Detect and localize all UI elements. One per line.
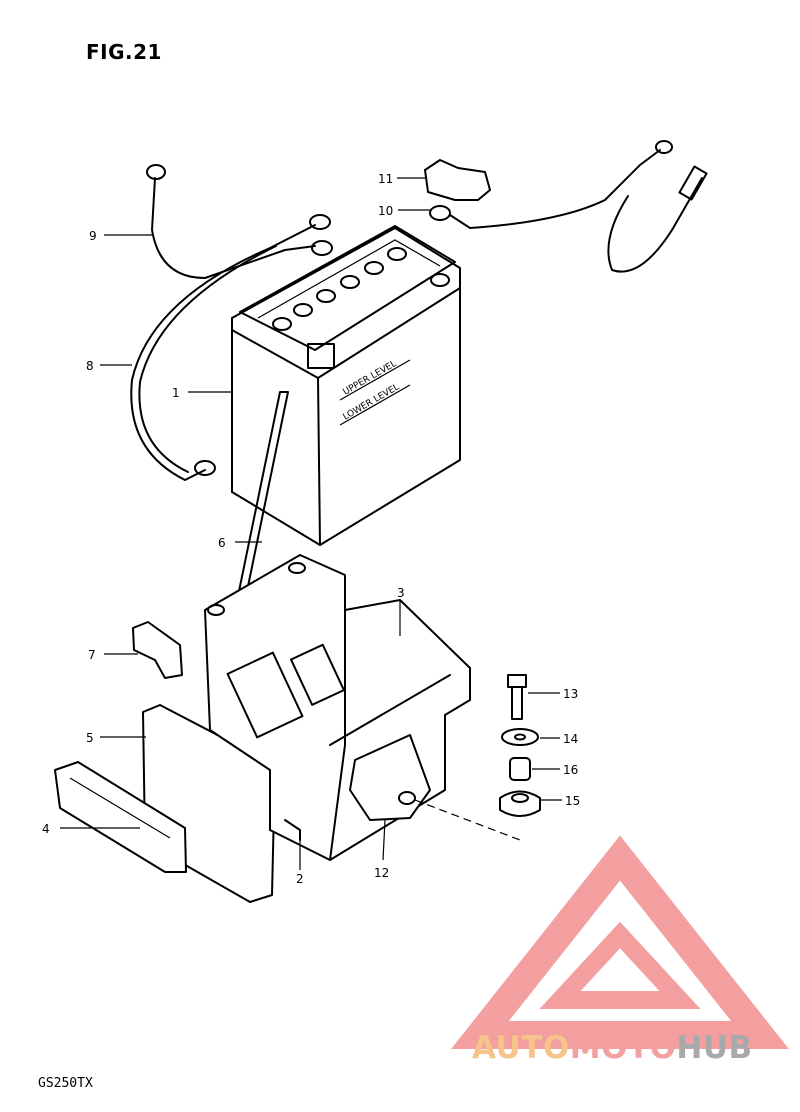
callout-12: 12 [374,866,389,880]
figure-title: FIG.21 [86,40,162,64]
callout-2: 2 [296,872,304,886]
callout-8: 8 [86,359,94,373]
spacer [509,757,531,781]
callout-13: 13 [563,687,578,701]
bolt [507,674,527,720]
leader-lines [60,177,562,870]
lead-wire [429,140,708,273]
callout-numbers: 1 2 3 4 5 6 7 8 9 10 11 12 13 14 15 16 [42,172,580,886]
callout-14: 14 [563,732,578,746]
watermark-hub: HUB [676,1030,753,1066]
callout-10: 10 [378,204,393,218]
tube-clamp [132,621,183,679]
battery: UPPER LEVEL LOWER LEVEL [231,225,461,546]
battery-band [54,761,187,873]
cushion [499,790,541,817]
positive-cable [130,214,331,481]
callout-6: 6 [218,536,226,550]
callout-4: 4 [42,822,50,836]
battery-case [204,554,521,861]
model-code: GS250TX [38,1076,93,1091]
callout-1: 1 [172,386,180,400]
watermark-auto: AUTO [472,1030,570,1066]
callout-9: 9 [89,229,97,243]
watermark-text: AUTOMOTOHUB [472,1030,753,1066]
callout-15: 15 [565,794,580,808]
callout-5: 5 [86,731,94,745]
washer [501,728,539,746]
terminal-cover [424,159,491,201]
callout-7: 7 [88,648,96,662]
watermark-logo [451,835,789,1049]
callout-3: 3 [397,586,405,600]
callout-11: 11 [378,172,393,186]
negative-cable [146,164,333,279]
watermark-moto: MOTO [569,1030,677,1066]
callout-16: 16 [563,763,578,777]
